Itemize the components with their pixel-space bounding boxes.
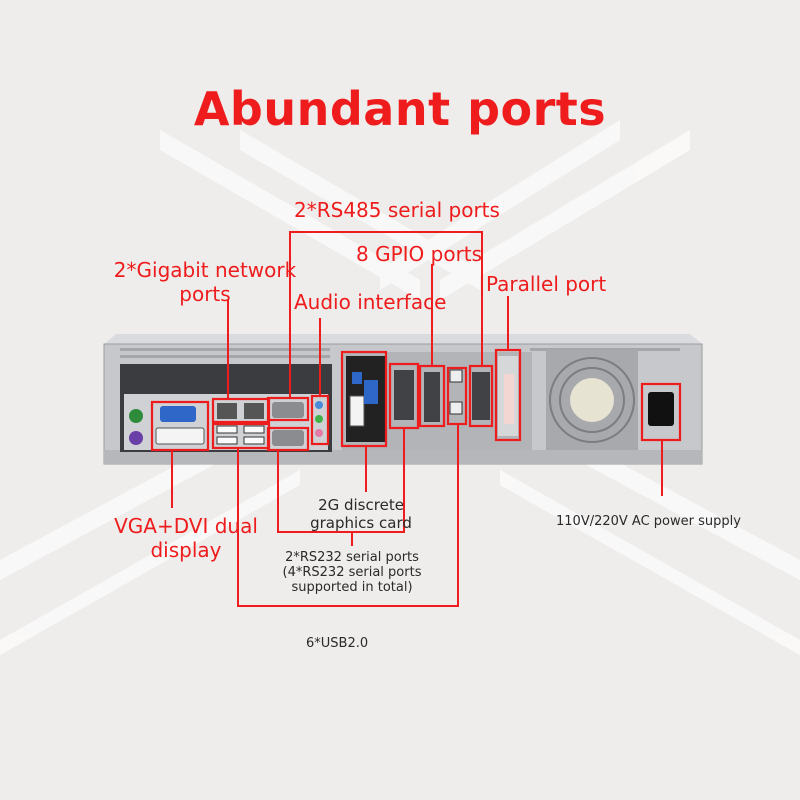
- audio-jack-blue: [315, 401, 323, 409]
- graphics-card-label-line2: graphics card: [310, 514, 412, 532]
- callout-lines: [171, 231, 663, 607]
- audio-jack-green: [315, 415, 323, 423]
- usb-port-4: [243, 436, 265, 445]
- ps2-mouse-port: [129, 431, 143, 445]
- audio-label: Audio interface: [294, 290, 447, 314]
- power-inlet: [648, 392, 674, 426]
- vga-dvi-label-line1: VGA+DVI dual: [114, 514, 258, 538]
- usb-port-2: [216, 436, 238, 445]
- rs232-label-line2: (4*RS232 serial ports: [282, 565, 422, 580]
- rs232-label: 2*RS232 serial ports (4*RS232 serial por…: [262, 550, 442, 595]
- usb-port-1: [216, 425, 238, 434]
- gpio-label: 8 GPIO ports: [356, 242, 483, 266]
- parallel-label: Parallel port: [486, 272, 607, 296]
- gigabit-label: 2*Gigabit network ports: [110, 258, 300, 306]
- vga-dvi-label: VGA+DVI dual display: [96, 514, 276, 562]
- usb-port-3: [243, 425, 265, 434]
- page-title: Abundant ports: [193, 82, 607, 136]
- audio-jack-pink: [315, 429, 323, 437]
- lan-port-2: [244, 403, 264, 419]
- rs232-label-line3: supported in total): [291, 580, 413, 595]
- rs485-label: 2*RS485 serial ports: [294, 198, 500, 222]
- rs485-com-port: [272, 402, 304, 418]
- gigabit-label-line2: ports: [179, 282, 231, 306]
- power-label: 110V/220V AC power supply: [556, 514, 741, 529]
- rs232-label-line1: 2*RS232 serial ports: [285, 550, 419, 565]
- usb-label: 6*USB2.0: [306, 636, 369, 651]
- rs232-com-port: [272, 430, 304, 446]
- lan-port-1: [217, 403, 237, 419]
- gigabit-label-line1: 2*Gigabit network: [113, 258, 297, 282]
- expansion-slots: [342, 352, 532, 450]
- dvi-port: [155, 427, 205, 445]
- graphics-card-label-line1: 2G discrete: [318, 496, 404, 514]
- vent-grille: [120, 348, 680, 358]
- ps2-keyboard-port: [129, 409, 143, 423]
- psu-fan: [546, 350, 638, 450]
- graphics-card-label: 2G discrete graphics card: [286, 496, 436, 532]
- vga-dvi-label-line2: display: [150, 538, 222, 562]
- vga-port: [160, 406, 196, 422]
